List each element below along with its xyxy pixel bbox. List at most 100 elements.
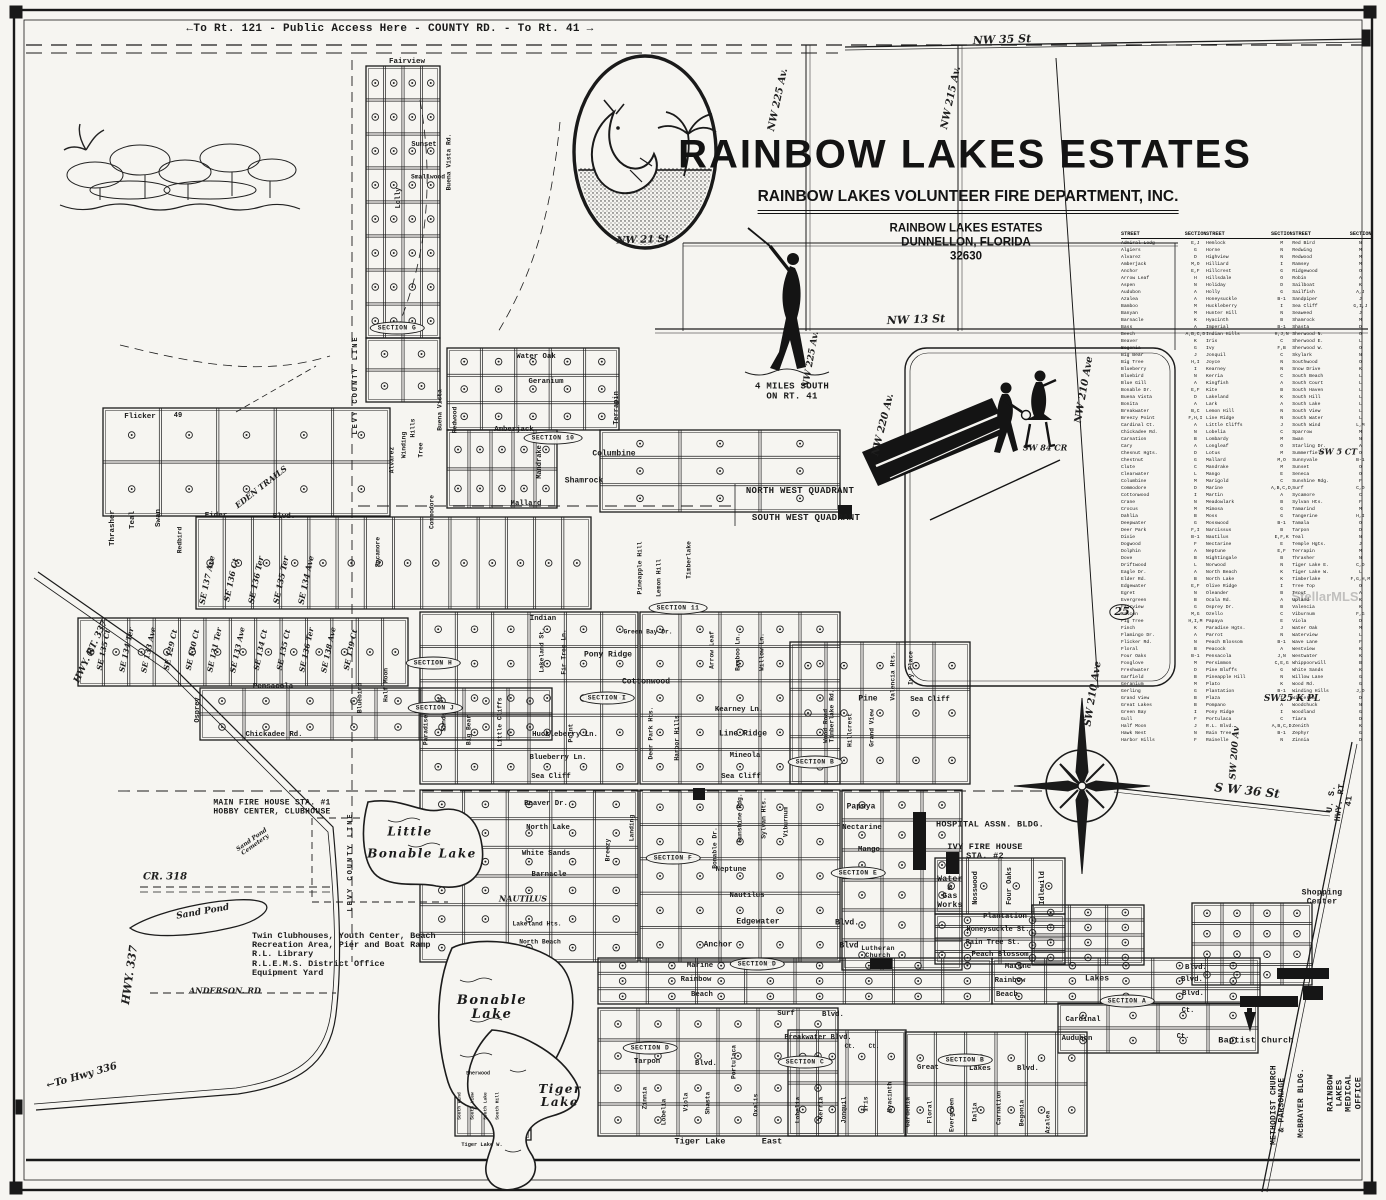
map-label: Blvd. xyxy=(1185,964,1207,973)
street-name: Dahlia xyxy=(1121,514,1138,519)
map-label: Redwood xyxy=(451,406,459,434)
street-section: A,B,C,D,F,K xyxy=(1271,486,1292,491)
map-label: Peach Blossom xyxy=(971,951,1029,960)
map-label: Rainbow xyxy=(994,977,1026,986)
street-section: G xyxy=(1193,346,1197,351)
street-section: K xyxy=(1193,339,1197,344)
map-label: Commodore xyxy=(428,494,436,530)
street-name: Nautilus xyxy=(1206,535,1229,540)
map-label: Beach xyxy=(691,991,713,1000)
street-section: B xyxy=(1193,647,1197,652)
street-name: Waterview xyxy=(1292,633,1318,638)
street-section: M xyxy=(1358,262,1362,267)
street-name: Cardinal Ct. xyxy=(1121,423,1155,428)
street-name: Beech xyxy=(1121,332,1136,337)
street-name: Amberjack xyxy=(1121,262,1147,267)
street-name: Kingfish xyxy=(1206,381,1229,386)
map-label: Sea Cliff xyxy=(721,773,761,782)
street-name: Sandpiper xyxy=(1292,297,1318,302)
street-name: Red Bird xyxy=(1292,241,1315,246)
map-label: NW 35 St xyxy=(972,32,1032,48)
street-section: K xyxy=(1358,668,1362,673)
street-section: O xyxy=(1358,521,1362,526)
index-header: SECTION xyxy=(1349,231,1371,239)
map-label: Teal xyxy=(128,510,137,530)
street-section: A,J xyxy=(1356,290,1365,295)
map-label: CR. 318 xyxy=(142,871,188,883)
street-section: N xyxy=(1358,437,1362,442)
street-section: A xyxy=(1193,325,1197,330)
street-name: Green Bay xyxy=(1121,710,1147,715)
map-label: HOSPITAL ASSN. BLDG. xyxy=(935,819,1045,830)
street-section: F,B xyxy=(1277,346,1286,351)
street-section: N xyxy=(1358,241,1362,246)
street-name: Ivy xyxy=(1206,346,1215,351)
street-name: Tamala xyxy=(1292,521,1310,526)
street-name: Wave Lane xyxy=(1292,640,1318,645)
street-section: I xyxy=(1280,262,1284,267)
map-label: McBRAYER BLDG. xyxy=(1297,1068,1306,1138)
map-label: Ct. xyxy=(1181,1007,1195,1016)
street-name: Chestnut xyxy=(1121,458,1144,463)
map-label: Big Bear xyxy=(465,714,473,746)
map-label: Nectarine xyxy=(842,824,882,833)
street-section: D xyxy=(1358,696,1362,701)
section-oval: SECTION D xyxy=(729,957,785,971)
street-section: J xyxy=(1280,423,1284,428)
street-name: Trout xyxy=(1292,591,1307,596)
street-section: G xyxy=(1193,605,1197,610)
address-block: RAINBOW LAKES ESTATES DUNNELLON, FLORIDA… xyxy=(890,222,1043,263)
street-name: Imperial xyxy=(1206,325,1229,330)
map-label: Lobelia xyxy=(794,1096,802,1124)
street-section: D xyxy=(1193,668,1197,673)
street-name: Foxglove xyxy=(1121,661,1144,666)
street-section: F,G xyxy=(1356,612,1365,617)
street-section: G xyxy=(1358,731,1362,736)
map-label: Edgewater xyxy=(736,917,780,927)
street-section: F xyxy=(1358,500,1362,505)
map-label: NAUTILUS xyxy=(498,893,548,904)
lutheran-church-building xyxy=(870,958,892,969)
map-label: Point xyxy=(567,723,575,743)
hospital-building xyxy=(913,812,926,870)
tree-sketch xyxy=(59,123,301,211)
street-section: M xyxy=(1193,682,1197,687)
street-section: L xyxy=(1193,472,1197,477)
map-label: Winding xyxy=(400,431,408,459)
street-section: M xyxy=(1193,507,1197,512)
street-name: South Wind xyxy=(1292,423,1321,428)
border-frame xyxy=(9,5,1377,1195)
map-label: Blvd xyxy=(839,941,859,951)
street-section: A xyxy=(1280,598,1284,603)
street-section: N xyxy=(1280,360,1284,365)
map-label: East xyxy=(761,1136,783,1147)
street-section: M xyxy=(1358,430,1362,435)
street-section: B xyxy=(1280,591,1284,596)
street-section: B xyxy=(1280,500,1284,505)
street-name: Nectarine xyxy=(1206,542,1232,547)
street-name: Ocala Rd. xyxy=(1206,598,1232,603)
map-label: Tiger Lake W. xyxy=(461,1142,503,1149)
street-section: I xyxy=(1193,493,1197,498)
map-label: 4 MILES SOUTH ON RT. 41 xyxy=(754,381,830,401)
street-section: A xyxy=(1193,444,1197,449)
street-name: Teal xyxy=(1292,535,1304,540)
index-header: STREET xyxy=(1292,231,1350,239)
street-section: M xyxy=(1193,479,1197,484)
street-section: M,G xyxy=(1191,612,1200,617)
street-section: M,O xyxy=(1191,262,1200,267)
map-label: North Beach xyxy=(519,938,561,946)
street-section: B-1 xyxy=(1191,535,1200,540)
street-name: Dove xyxy=(1121,556,1133,561)
street-section: N xyxy=(1280,255,1284,260)
street-section: G xyxy=(1280,290,1284,295)
street-name: Nightingale xyxy=(1206,556,1237,561)
street-section: F,G,H,M xyxy=(1350,577,1371,582)
street-section: L xyxy=(1358,402,1362,407)
tennis-illustration xyxy=(862,370,1061,521)
map-label: Redbird xyxy=(176,526,184,554)
street-name: Woodchuck xyxy=(1292,703,1318,708)
street-section: G xyxy=(1193,521,1197,526)
street-section: K xyxy=(1358,647,1362,652)
map-label: Tiger Lake xyxy=(674,1136,726,1147)
